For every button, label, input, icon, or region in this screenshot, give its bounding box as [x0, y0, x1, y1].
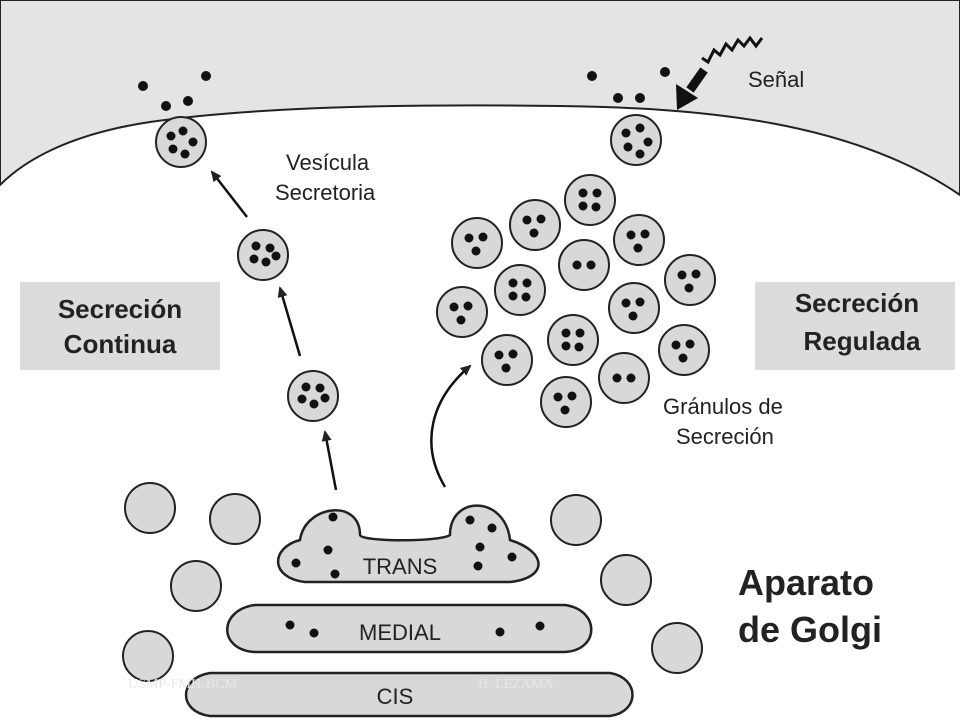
vesicle-label-line2: Secretoria: [275, 180, 376, 205]
secretory-granule: [664, 254, 716, 306]
secretory-granule: [658, 324, 710, 376]
secretory-granule: [558, 239, 610, 291]
watermark-left: USMP-FMH-BCM: [128, 677, 237, 692]
secretory-granule: [509, 199, 561, 251]
cell-membrane: [0, 0, 960, 197]
continuous-pathway-arrows: [210, 170, 338, 491]
secretory-granule: [494, 264, 546, 316]
continuous-secretion-label-line2: Continua: [64, 329, 177, 359]
regulated-pathway-arrow: [430, 364, 472, 488]
secretory-granule: [540, 376, 592, 428]
secreted-molecules-right: [587, 67, 670, 103]
granules-label-line1: Gránulos de: [663, 394, 783, 419]
continuous-secretion-label-line1: Secreción: [58, 294, 182, 324]
granules-label-line2: Secreción: [676, 424, 774, 449]
golgi-peripheral-vesicles: [122, 482, 703, 682]
regulated-secretion-box: [755, 282, 955, 370]
golgi-title-line2: de Golgi: [738, 609, 882, 650]
trans-label: TRANS: [363, 554, 438, 579]
exocytosis-vesicle-right: [610, 114, 662, 166]
signal-arrow-icon: [676, 35, 764, 110]
secretory-granule: [547, 314, 599, 366]
secretory-granule: [608, 282, 660, 334]
golgi-medial-cisterna: [226, 603, 593, 654]
exocytosis-vesicle-left: [155, 116, 207, 168]
secreted-molecules-left: [138, 71, 211, 111]
secretory-granule: [451, 217, 503, 269]
secretory-granules: [436, 174, 716, 428]
regulated-secretion-label-line2: Regulada: [803, 326, 921, 356]
cis-label: CIS: [377, 684, 414, 709]
golgi-trans-cisterna: [276, 504, 540, 584]
secretory-granule: [564, 174, 616, 226]
continuous-secretion-box: [20, 282, 220, 370]
vesicle-label-line1: Vesícula: [286, 150, 370, 175]
secretory-granule: [613, 214, 665, 266]
secretory-granule: [436, 286, 488, 338]
golgi-title-line1: Aparato: [738, 562, 874, 603]
watermark-right: H. LEZAMA: [478, 677, 554, 692]
medial-label: MEDIAL: [359, 620, 441, 645]
secretory-granule: [598, 352, 650, 404]
signal-label: Señal: [748, 67, 804, 92]
secretory-vesicle-lower: [287, 370, 339, 422]
golgi-cis-cisterna: [184, 671, 634, 718]
regulated-secretion-label-line1: Secreción: [795, 288, 919, 318]
secretory-granule: [481, 334, 533, 386]
secretory-vesicle-upper: [237, 229, 289, 281]
